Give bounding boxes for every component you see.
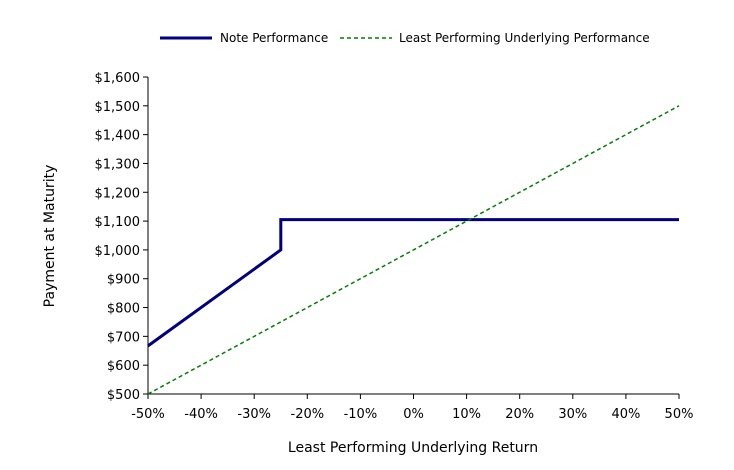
series-layer <box>147 105 680 395</box>
x-tick-label: -40% <box>184 407 218 422</box>
y-tick-label: $900 <box>107 273 140 288</box>
y-tick-label: $800 <box>107 302 140 317</box>
y-tick-label: $1,300 <box>95 157 141 172</box>
y-tick-label: $1,600 <box>95 71 141 86</box>
x-tick-label: 40% <box>611 407 640 422</box>
x-tick-label: 30% <box>558 407 587 422</box>
y-tick-label: $1,200 <box>95 186 141 201</box>
legend-label-note-performance: Note Performance <box>220 31 328 45</box>
y-tick-label: $700 <box>107 330 140 345</box>
x-tick-label: -20% <box>291 407 325 422</box>
y-tick-label: $1,100 <box>95 215 141 230</box>
series-line-1 <box>147 105 680 395</box>
x-tick-label: -10% <box>344 407 378 422</box>
x-axis-title: Least Performing Underlying Return <box>288 440 538 456</box>
y-tick-label: $600 <box>107 359 140 374</box>
y-tick-label: $1,400 <box>95 129 141 144</box>
x-tick-label: 0% <box>403 407 424 422</box>
y-axis-title: Payment at Maturity <box>42 165 58 308</box>
series-line-0 <box>147 218 679 348</box>
x-tick-label: -50% <box>131 407 165 422</box>
legend: Note Performance Least Performing Underl… <box>160 31 650 45</box>
x-tick-label: -30% <box>237 407 271 422</box>
x-tick-label: 20% <box>505 407 534 422</box>
x-tick-label: 10% <box>452 407 481 422</box>
y-tick-label: $1,000 <box>95 244 141 259</box>
y-tick-label: $1,500 <box>95 100 141 115</box>
legend-label-underlying-performance: Least Performing Underlying Performance <box>399 31 650 45</box>
x-tick-label: 50% <box>665 407 694 422</box>
y-tick-label: $500 <box>107 388 140 403</box>
x-axis-ticks: -50% -40% -30% -20% -10% 0% 10% 20% 30% 40% 50% <box>131 394 693 422</box>
y-axis-ticks: $500 $600 $700 $800 $900 $1,000 $1,100 $1,200 $1… <box>95 71 148 403</box>
